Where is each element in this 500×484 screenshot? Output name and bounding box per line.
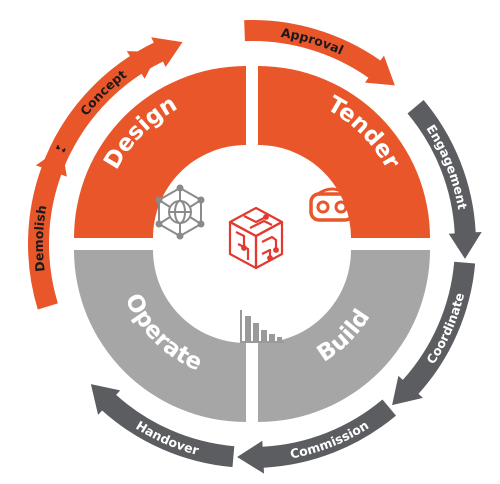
center-disc [160, 152, 344, 336]
bar-chart-icon [240, 310, 284, 343]
globe-network-icon [155, 184, 205, 240]
ring-label: Concept [77, 67, 129, 119]
vr-headset-icon [309, 187, 355, 222]
circuit-cube-icon [228, 206, 284, 270]
ring-arrow-demolish: Demolish [27, 147, 67, 310]
